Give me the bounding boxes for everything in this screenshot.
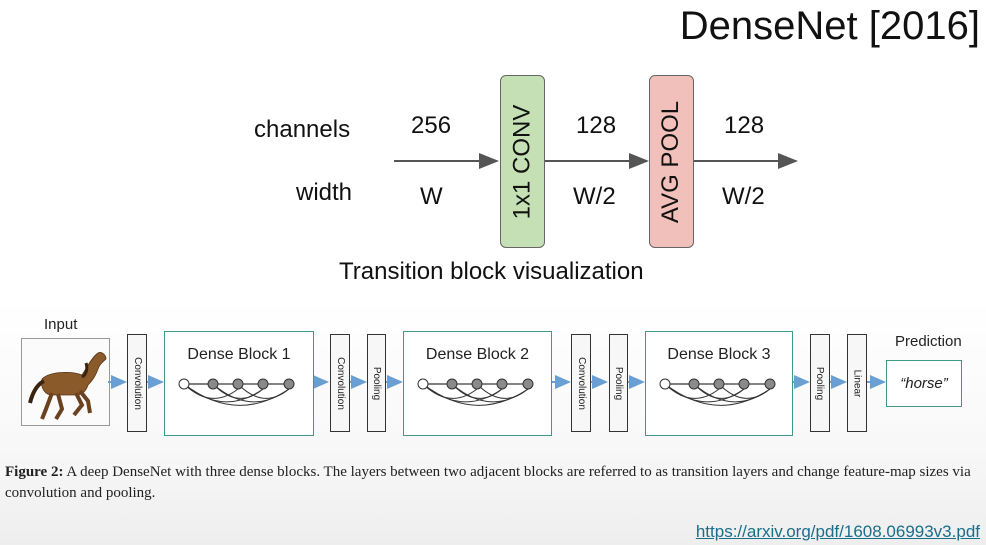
row-label-width: width: [296, 179, 353, 206]
block-2-skip-1-4: [451, 383, 529, 403]
stage-1-width: W: [420, 183, 443, 210]
prediction-value: “horse”: [900, 375, 948, 392]
figure-caption: Figure 2: A deep DenseNet with three den…: [5, 462, 981, 504]
arxiv-link[interactable]: https://arxiv.org/pdf/1608.06993v3.pdf: [695, 522, 980, 541]
layer-pooling-3: Pooling: [810, 334, 830, 432]
dense-block-3-graph: [659, 378, 776, 406]
dense-block-1-graph: [178, 378, 295, 406]
block-1-skip-2-4: [237, 383, 290, 399]
conv-1x1-label: 1x1 CONV: [508, 104, 536, 219]
dense-block-3: Dense Block 3: [645, 331, 793, 436]
layer-convolution-2: Convolution: [330, 334, 350, 432]
slide-title: DenseNet [2016]: [679, 4, 980, 48]
transition-caption: Transition block visualization: [339, 258, 644, 285]
dense-block-1-title: Dense Block 1: [187, 346, 291, 363]
conv-1x1-box: 1x1 CONV: [500, 75, 545, 248]
layer-pooling-3-label: Pooling: [814, 366, 826, 400]
block-2-node-0: [417, 378, 429, 390]
layer-convolution-2-label: Convolution: [334, 356, 346, 410]
block-1-node-4: [283, 378, 295, 390]
dense-block-2-title: Dense Block 2: [425, 346, 530, 363]
figure-arrows: [108, 375, 886, 389]
block-3-skip-1-4: [693, 383, 771, 403]
prediction-label: Prediction: [895, 333, 962, 350]
block-2-node-3: [496, 378, 508, 390]
block-3-node-0: [659, 378, 671, 390]
dense-block-3-title: Dense Block 3: [667, 346, 771, 363]
block-2-node-2: [471, 378, 483, 390]
block-1-node-3: [257, 378, 269, 390]
stage-1-channels: 256: [411, 112, 452, 139]
block-1-skip-1-4: [212, 383, 290, 403]
layer-linear: Linear: [847, 334, 867, 432]
block-2-skip-2-4: [476, 383, 529, 399]
prediction-box: “horse”: [886, 360, 962, 407]
block-3-node-1: [688, 378, 700, 390]
stage-3-channels: 128: [724, 112, 765, 139]
horse-image: [21, 338, 110, 426]
layer-linear-label: Linear: [851, 369, 863, 397]
block-3-node-4: [764, 378, 776, 390]
block-3-node-2: [713, 378, 725, 390]
layer-pooling-1-label: Pooling: [371, 366, 383, 400]
figure-caption-label: Figure 2:: [5, 464, 64, 480]
block-1-node-2: [232, 378, 244, 390]
layer-convolution-3-label: Convolution: [575, 356, 587, 410]
block-3-skip-2-4: [718, 383, 771, 399]
stage-2-channels: 128: [576, 112, 617, 139]
stage-3-width: W/2: [722, 183, 765, 210]
block-2-node-4: [522, 378, 534, 390]
avg-pool-box: AVG POOL: [649, 75, 694, 248]
layer-pooling-2-label: Pooling: [613, 366, 625, 400]
transition-arrows: [394, 153, 798, 169]
input-label: Input: [44, 316, 78, 333]
figure-caption-text: A deep DenseNet with three dense blocks.…: [5, 464, 971, 501]
block-3-node-3: [738, 378, 750, 390]
block-1-node-0: [178, 378, 190, 390]
stage-2-width: W/2: [573, 183, 616, 210]
horse-icon: [28, 352, 107, 421]
row-label-channels: channels: [254, 116, 351, 143]
dense-block-2-graph: [417, 378, 534, 406]
avg-pool-label: AVG POOL: [657, 100, 685, 223]
block-2-node-1: [446, 378, 458, 390]
dense-block-2: Dense Block 2: [403, 331, 552, 436]
dense-block-1: Dense Block 1: [164, 331, 314, 436]
layer-pooling-2: Pooling: [609, 334, 628, 432]
layer-convolution-3: Convolution: [571, 334, 591, 432]
block-1-node-1: [207, 378, 219, 390]
layer-convolution-1: Convolution: [127, 334, 147, 432]
layer-pooling-1: Pooling: [367, 334, 386, 432]
layer-convolution-1-label: Convolution: [131, 356, 143, 410]
